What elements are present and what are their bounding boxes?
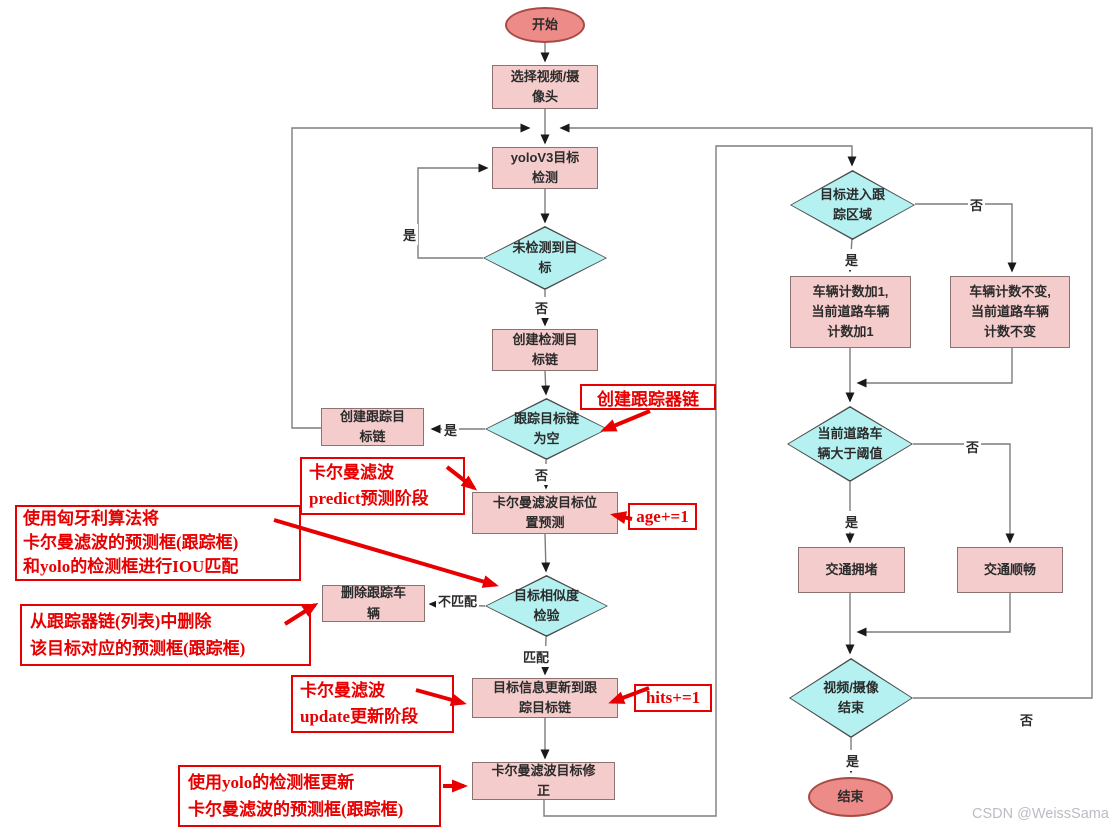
edge-label-no-enter-region: 否 xyxy=(968,194,986,215)
node-count-inc-label: 车辆计数加1,当前道路车辆计数加1 xyxy=(811,283,890,340)
node-count-same: 车辆计数不变, 当前道路车辆计数不变 xyxy=(950,276,1070,348)
node-no-target-label: 未检测到目标 xyxy=(512,239,578,275)
node-end: 结束 xyxy=(808,777,893,817)
node-video-end: 视频/摄像结束 xyxy=(789,658,913,738)
node-over-threshold-label: 当前道路车辆大于阈值 xyxy=(817,425,883,461)
node-kalman-predict: 卡尔曼滤波目标位置预测 xyxy=(472,492,618,534)
node-track-chain-empty-label: 跟踪目标链为空 xyxy=(513,410,579,446)
edge-enterregion-no xyxy=(915,203,1017,273)
edge-notarget-yes-loop xyxy=(417,163,489,259)
node-similarity-check: 目标相似度检验 xyxy=(485,575,608,637)
annotation-hits: hits+=1 xyxy=(634,684,712,712)
node-smooth-label: 交通顺畅 xyxy=(983,561,1036,577)
annotation-text: 和yolo的检测框进行IOU匹配 xyxy=(23,557,239,576)
csdn-watermark: CSDN @WeissSama xyxy=(972,806,1109,822)
node-end-label: 结束 xyxy=(837,788,864,804)
edge-label-no-chain-empty: 否 xyxy=(533,464,551,485)
node-no-target: 未检测到目标 xyxy=(483,226,607,290)
annotation-text: 创建跟踪器链 xyxy=(597,389,699,409)
node-delete-vehicle-label: 删除跟踪车辆 xyxy=(340,585,406,621)
annotation-kalman-predict-phase: 卡尔曼滤波 predict预测阶段 xyxy=(300,457,465,515)
edge-correct-enterregion xyxy=(543,145,857,817)
node-kalman-correct: 卡尔曼滤波目标修正 xyxy=(472,762,615,800)
annotation-text: 该目标对应的预测框(跟踪框) xyxy=(30,639,246,658)
node-yolo-detect-label: yoloV3目标检测 xyxy=(510,149,580,185)
node-create-track-chain-label: 创建跟踪目标链 xyxy=(339,408,405,444)
node-count-same-label: 车辆计数不变, 当前道路车辆计数不变 xyxy=(969,283,1051,340)
node-delete-vehicle: 删除跟踪车辆 xyxy=(322,585,425,622)
annotation-text: update更新阶段 xyxy=(300,707,419,726)
node-count-inc: 车辆计数加1,当前道路车辆计数加1 xyxy=(790,276,911,348)
annotation-create-tracker-chain: 创建跟踪器链 xyxy=(580,384,716,410)
edge-videoend-no-loop xyxy=(559,123,1093,699)
node-smooth: 交通顺畅 xyxy=(957,547,1063,593)
node-update-chain-label: 目标信息更新到跟踪目标链 xyxy=(492,679,597,715)
node-kalman-predict-label: 卡尔曼滤波目标位置预测 xyxy=(492,494,597,530)
annotation-text: age+=1 xyxy=(636,506,689,526)
edge-label-no-video-end: 否 xyxy=(1018,709,1036,730)
annotation-text: 卡尔曼滤波 xyxy=(309,463,394,482)
annotation-text: 卡尔曼滤波的预测框(跟踪框) xyxy=(23,533,239,552)
annotation-text: predict预测阶段 xyxy=(309,489,429,508)
annotation-text: hits+=1 xyxy=(645,688,701,707)
edge-label-no-no-target: 否 xyxy=(533,297,551,318)
annotation-text: 卡尔曼滤波的预测框(跟踪框) xyxy=(188,800,404,819)
edge-countsame-merge xyxy=(856,348,1013,388)
edge-label-yes-threshold: 是 xyxy=(843,511,861,532)
annotation-text: 从跟踪器链(列表)中删除 xyxy=(30,612,212,631)
node-over-threshold: 当前道路车辆大于阈值 xyxy=(787,406,913,482)
node-similarity-check-label: 目标相似度检验 xyxy=(513,587,579,623)
node-start: 开始 xyxy=(505,7,585,43)
annotation-text: 使用yolo的检测框更新 xyxy=(188,773,355,792)
edge-label-no-match: 不匹配 xyxy=(436,590,480,611)
edge-label-yes-no-target: 是 xyxy=(401,224,419,245)
node-kalman-correct-label: 卡尔曼滤波目标修正 xyxy=(491,762,596,798)
node-create-track-chain: 创建跟踪目标链 xyxy=(321,408,424,446)
node-create-detect-chain: 创建检测目标链 xyxy=(492,329,598,371)
edge-smooth-merge xyxy=(856,593,1011,637)
node-video-end-label: 视频/摄像结束 xyxy=(823,679,879,715)
annotation-text: 使用匈牙利算法将 xyxy=(23,509,159,528)
annotation-text: 卡尔曼滤波 xyxy=(300,681,385,700)
node-select-source: 选择视频/摄像头 xyxy=(492,65,598,109)
node-select-source-label: 选择视频/摄像头 xyxy=(510,68,580,104)
edge-label-match: 匹配 xyxy=(521,646,552,667)
annotation-yolo-update: 使用yolo的检测框更新 卡尔曼滤波的预测框(跟踪框) xyxy=(178,765,441,827)
annotation-age: age+=1 xyxy=(628,503,697,530)
node-enter-region: 目标进入跟踪区域 xyxy=(790,170,915,240)
edge-label-yes-chain-empty: 是 xyxy=(442,419,460,440)
node-enter-region-label: 目标进入跟踪区域 xyxy=(819,186,885,222)
annotation-kalman-update-phase: 卡尔曼滤波 update更新阶段 xyxy=(291,675,454,733)
edge-trackchain-loop xyxy=(291,123,531,429)
edge-label-yes-video-end: 是 xyxy=(844,750,862,771)
annotation-delete-from-chain: 从跟踪器链(列表)中删除 该目标对应的预测框(跟踪框) xyxy=(20,604,311,666)
node-yolo-detect: yoloV3目标检测 xyxy=(492,147,598,189)
annotation-hungarian: 使用匈牙利算法将 卡尔曼滤波的预测框(跟踪框) 和yolo的检测框进行IOU匹配 xyxy=(15,505,301,581)
node-congestion-label: 交通拥堵 xyxy=(825,561,878,577)
edge-label-no-threshold: 否 xyxy=(964,436,982,457)
edge-detectchain-empty xyxy=(541,370,551,396)
node-create-detect-chain-label: 创建检测目标链 xyxy=(512,331,578,367)
edge-label-yes-enter-region: 是 xyxy=(843,249,861,270)
node-congestion: 交通拥堵 xyxy=(798,547,905,593)
edge-predict-similarity xyxy=(541,533,551,573)
node-update-chain: 目标信息更新到跟踪目标链 xyxy=(472,678,618,718)
node-start-label: 开始 xyxy=(531,16,558,32)
edge-threshold-no xyxy=(913,443,1015,544)
